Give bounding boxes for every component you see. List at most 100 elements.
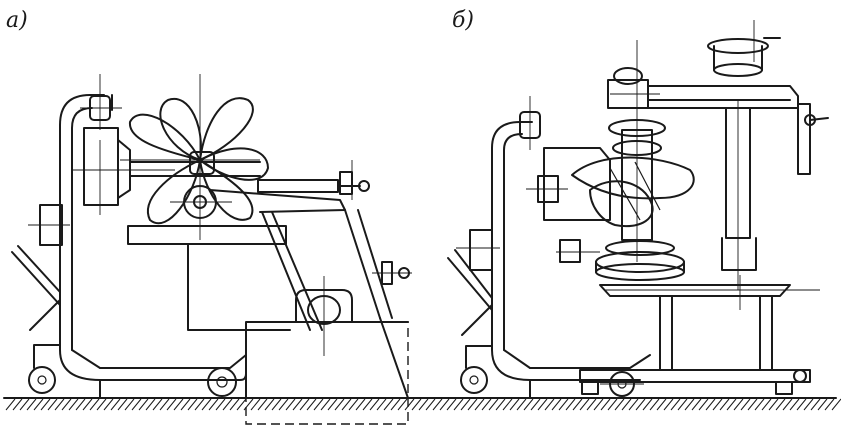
hatch-stroke (40, 398, 51, 411)
hatch-stroke (586, 398, 597, 411)
ground-hatching (5, 398, 841, 411)
hatch-stroke (159, 398, 170, 411)
hatch-stroke (229, 398, 240, 411)
hatch-stroke (572, 398, 583, 411)
hatch-stroke (313, 398, 324, 411)
hatch-stroke (425, 398, 436, 411)
hatch-stroke (775, 398, 786, 411)
ground-line (3, 397, 841, 411)
hatch-stroke (376, 398, 387, 411)
hatch-stroke (684, 398, 695, 411)
hatch-stroke (488, 398, 499, 411)
hatch-stroke (446, 398, 457, 411)
hatch-stroke (481, 398, 492, 411)
hatch-stroke (264, 398, 275, 411)
hatch-stroke (691, 398, 702, 411)
hatch-stroke (705, 398, 716, 411)
hatch-stroke (453, 398, 464, 411)
hatch-stroke (621, 398, 632, 411)
hatch-stroke (215, 398, 226, 411)
rear-wheel-a (207, 367, 237, 397)
lever-handle (11, 251, 61, 306)
hatch-stroke (236, 398, 247, 411)
hatch-stroke (334, 398, 345, 411)
hatch-stroke (187, 398, 198, 411)
hatch-stroke (726, 398, 737, 411)
hatch-stroke (642, 398, 653, 411)
hatch-stroke (558, 398, 569, 411)
hatch-stroke (383, 398, 394, 411)
hatch-stroke (516, 398, 527, 411)
hatch-stroke (432, 398, 443, 411)
hatch-stroke (831, 398, 841, 411)
hatch-stroke (761, 398, 772, 411)
hatch-stroke (754, 398, 765, 411)
hatch-stroke (397, 398, 408, 411)
hatch-stroke (768, 398, 779, 411)
hatch-stroke (320, 398, 331, 411)
hatch-stroke (75, 398, 86, 411)
hatch-stroke (495, 398, 506, 411)
hatch-stroke (663, 398, 674, 411)
hatch-stroke (502, 398, 513, 411)
hatch-stroke (54, 398, 65, 411)
hatch-stroke (509, 398, 520, 411)
hatch-stroke (810, 398, 821, 411)
hatch-stroke (152, 398, 163, 411)
propeller-b (571, 156, 695, 228)
hatch-stroke (607, 398, 618, 411)
hatch-stroke (565, 398, 576, 411)
hatch-stroke (635, 398, 646, 411)
hatch-stroke (82, 398, 93, 411)
hatch-stroke (194, 398, 205, 411)
hatch-stroke (390, 398, 401, 411)
handwheel-top (707, 20, 781, 77)
hatch-stroke (12, 398, 23, 411)
hatch-stroke (460, 398, 471, 411)
hatch-stroke (782, 398, 793, 411)
hatch-stroke (348, 398, 359, 411)
hatch-stroke (747, 398, 758, 411)
hatch-stroke (355, 398, 366, 411)
hatch-stroke (278, 398, 289, 411)
hatch-stroke (89, 398, 100, 411)
hatch-stroke (719, 398, 730, 411)
hatch-stroke (411, 398, 422, 411)
hatch-stroke (537, 398, 548, 411)
hatch-stroke (369, 398, 380, 411)
hatch-stroke (817, 398, 828, 411)
hatch-stroke (327, 398, 338, 411)
panel-b-machine (447, 20, 829, 399)
hatch-stroke (110, 398, 121, 411)
hatch-stroke (61, 398, 72, 411)
frame-column (59, 94, 105, 399)
hatch-stroke (341, 398, 352, 411)
hatch-stroke (33, 398, 44, 411)
hatch-stroke (138, 398, 149, 411)
hatch-stroke (117, 398, 128, 411)
hatch-stroke (796, 398, 807, 411)
panel-label-b: б) (452, 8, 475, 33)
hatch-stroke (677, 398, 688, 411)
hatch-stroke (299, 398, 310, 411)
hatch-stroke (733, 398, 744, 411)
hatch-stroke (523, 398, 534, 411)
hatch-stroke (145, 398, 156, 411)
propeller-a (120, 74, 269, 240)
cross-arm (647, 85, 799, 109)
hatch-stroke (285, 398, 296, 411)
hatch-stroke (250, 398, 261, 411)
hatch-stroke (201, 398, 212, 411)
hatch-stroke (824, 398, 835, 411)
hatch-stroke (5, 398, 16, 411)
hatch-stroke (544, 398, 555, 411)
hatch-stroke (362, 398, 373, 411)
base-platform-b (579, 369, 811, 383)
hatch-stroke (614, 398, 625, 411)
hatch-stroke (439, 398, 450, 411)
hatch-stroke (698, 398, 709, 411)
hatch-stroke (712, 398, 723, 411)
hatch-stroke (628, 398, 639, 411)
hatch-stroke (670, 398, 681, 411)
